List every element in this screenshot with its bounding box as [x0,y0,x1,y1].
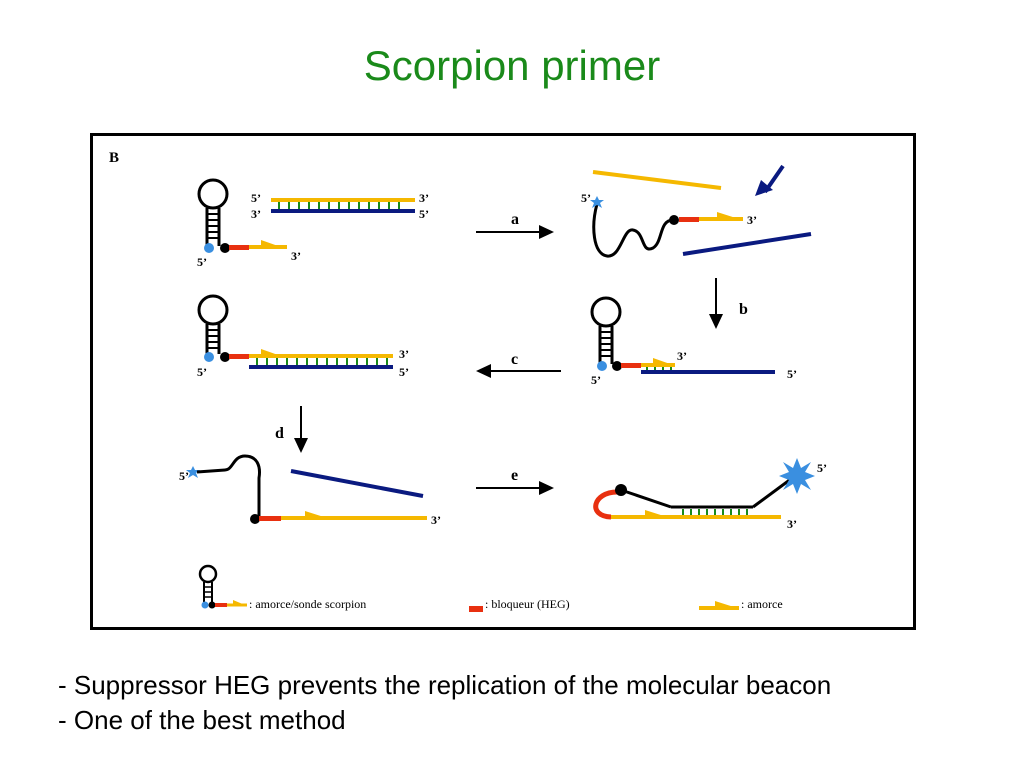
stage-2-denatured: 5’ 3’ [581,164,812,258]
page-title: Scorpion primer [363,42,661,89]
bullet-list: - Suppressor HEG prevents the replicatio… [58,668,831,738]
stage-3-annealing: 5’ 3’ 5’ [590,296,797,387]
step-a-arrow: a [476,211,554,239]
legend: : amorce/sonde scorpion : bloqueur (HEG)… [198,564,783,612]
svg-text:5’: 5’ [419,207,429,221]
quencher-icon [220,243,230,253]
svg-text:5’: 5’ [197,255,207,269]
legend-scorpion-label: : amorce/sonde scorpion [249,597,366,611]
svg-text:5’: 5’ [787,367,797,381]
step-e-arrow: e [476,467,554,495]
legend-blocker-label: : bloqueur (HEG) [485,597,570,611]
bullet-item: - Suppressor HEG prevents the replicatio… [58,670,832,700]
stage-6-probe-hybridized: 5’ 3’ [593,458,827,531]
svg-text:3’: 3’ [399,347,409,361]
step-b-arrow: b [709,278,748,329]
svg-text:3’: 3’ [431,513,441,527]
svg-text:d: d [275,425,284,442]
svg-text:3’: 3’ [787,517,797,531]
blocker-loop [593,489,618,520]
panel-label: B [109,150,119,166]
svg-text:c: c [511,351,518,368]
svg-text:5’: 5’ [399,365,409,379]
stage-1-scorpion-and-duplex: 5’ 3’ 5’ 3’ 3’ 5’ [197,178,429,269]
stage-5-denatured-extended: 5’ 3’ [179,454,441,527]
svg-text:3’: 3’ [251,207,261,221]
step-d-arrow: d [275,406,308,453]
blocker-heg [229,245,249,250]
legend-blocker-swatch [469,606,483,612]
scorpion-diagram: B 5’ 3’ 5’ 3’ 3’ 5’ [90,133,916,630]
open-scorpion-strand [592,203,674,258]
svg-text:5’: 5’ [581,191,591,205]
scorpion-tail [196,454,261,518]
quencher-icon [669,215,679,225]
step-c-arrow: c [476,351,561,378]
svg-text:5’: 5’ [179,469,189,483]
svg-text:b: b [739,301,748,318]
bullet-item: - One of the best method [58,705,346,735]
svg-text:e: e [511,467,518,484]
primer-arrow [261,240,281,247]
svg-text:a: a [511,211,519,228]
svg-text:3’: 3’ [419,191,429,205]
svg-text:3’: 3’ [677,349,687,363]
fluorescence-burst-icon [779,458,815,494]
svg-text:3’: 3’ [291,249,301,263]
svg-text:3’: 3’ [747,213,757,227]
stage-4-extension: 5’ 3’ 5’ [197,294,409,379]
svg-text:5’: 5’ [251,191,261,205]
legend-primer-label: : amorce [741,597,783,611]
legend-primer-arrow [715,601,737,608]
fluorophore-icon [590,196,604,208]
hairpin-loop [197,178,229,210]
svg-text:5’: 5’ [197,365,207,379]
fluorophore-icon [204,243,214,253]
svg-text:5’: 5’ [817,461,827,475]
svg-text:5’: 5’ [591,373,601,387]
